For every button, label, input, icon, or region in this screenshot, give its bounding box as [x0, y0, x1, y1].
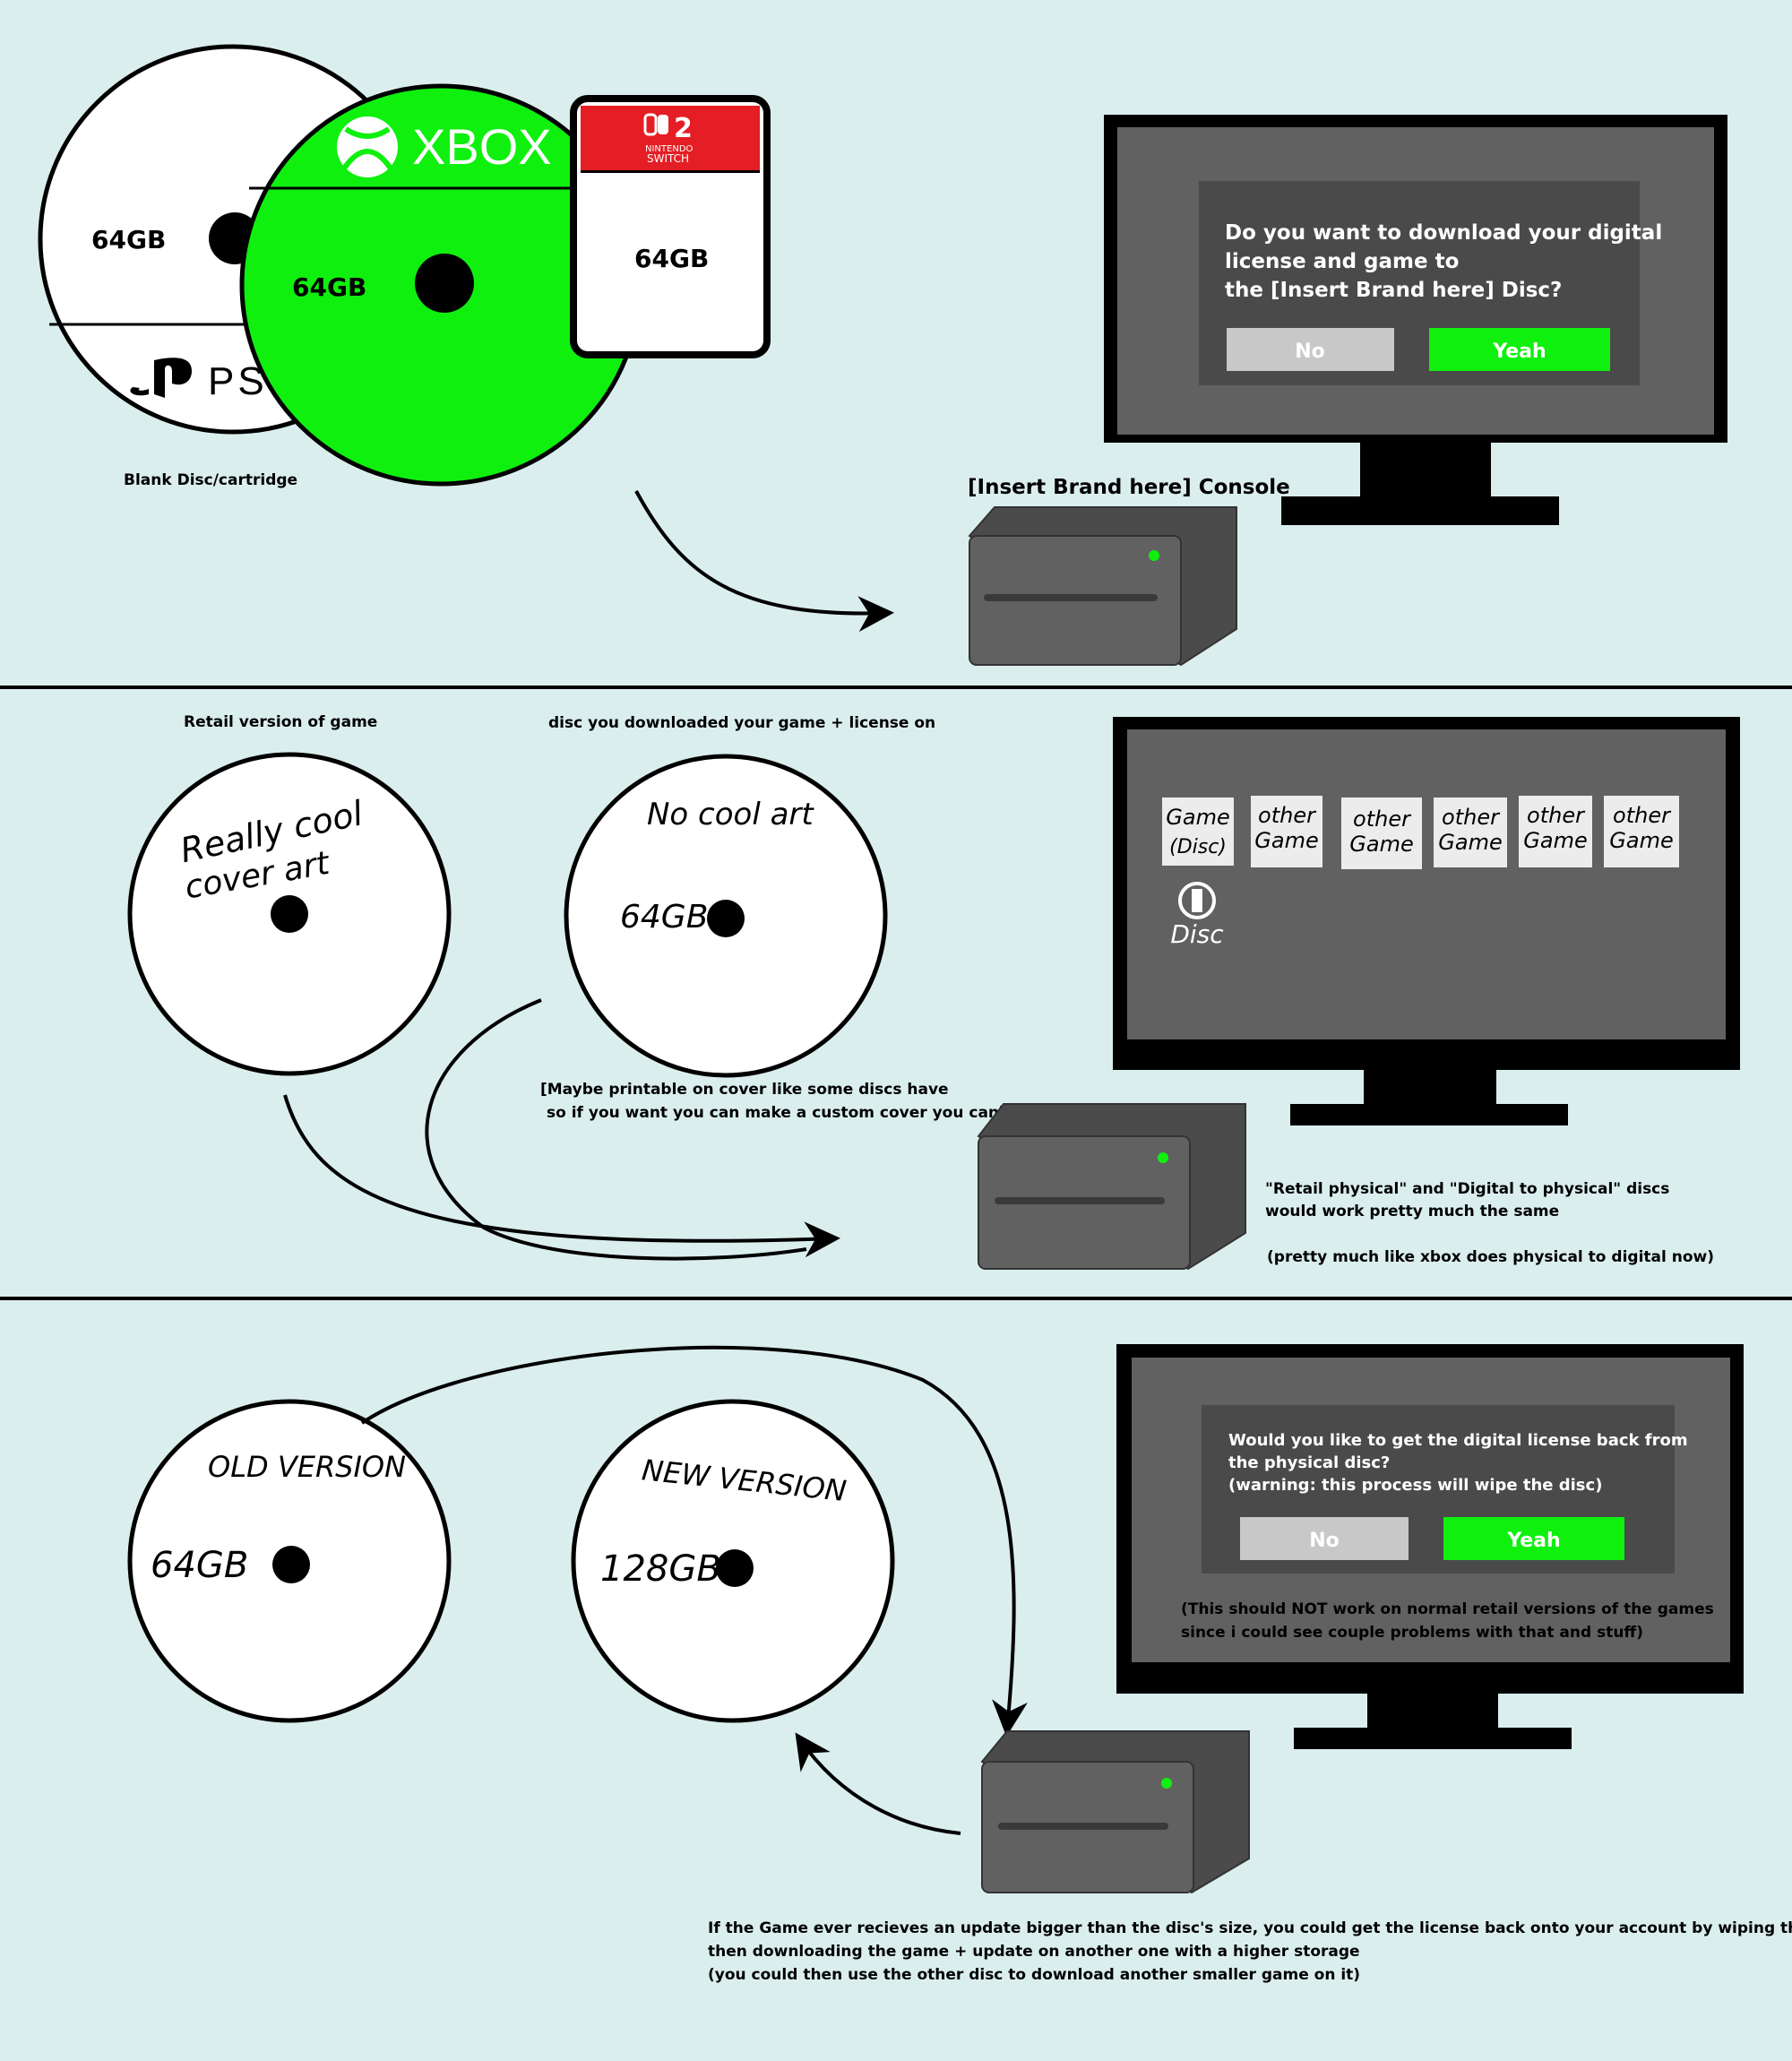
console-3: [980, 1730, 1250, 1894]
game-tile-other[interactable]: other Game: [1519, 796, 1592, 867]
game-tile-other[interactable]: other Game: [1604, 796, 1679, 867]
blank-disc-caption: Blank Disc/cartridge: [124, 471, 297, 489]
monitor-1: [1104, 115, 1727, 525]
dialog1-yes-button[interactable]: Yeah: [1429, 328, 1610, 371]
switch-disc-icon: [1178, 882, 1216, 919]
game-tile-3-line1: other: [1353, 806, 1412, 832]
dialog3-line2: the physical disc?: [1228, 1453, 1390, 1472]
dialog1-no-button[interactable]: No: [1227, 328, 1394, 371]
new-version-disc: [571, 1399, 895, 1723]
digital-disc-label: disc you downloaded your game + license …: [548, 714, 935, 732]
printable-note-line2: so if you want you can make a custom cov…: [547, 1104, 1006, 1122]
old-version-label: OLD VERSION: [208, 1450, 406, 1484]
dialog3-no-button[interactable]: No: [1240, 1517, 1409, 1560]
old-version-capacity: 64GB: [151, 1545, 248, 1586]
console-2-power-light: [1158, 1152, 1168, 1163]
dialog1-line2: license and game to: [1225, 250, 1459, 273]
disc-icon-label: Disc: [1170, 919, 1224, 949]
xbox-logo-icon: [337, 116, 398, 177]
arrow-old-disc-to-console: [360, 1345, 1028, 1737]
dialog1-yes-label: Yeah: [1492, 341, 1546, 363]
switch-logo-line2: SWITCH: [647, 152, 689, 165]
bottom-note-line2: then downloading the game + update on an…: [708, 1943, 1360, 1961]
dialog3-yes-label: Yeah: [1506, 1530, 1560, 1552]
game-tile-4-line2: Game: [1438, 830, 1502, 855]
panel2-note-line3: (pretty much like xbox does physical to …: [1267, 1248, 1714, 1266]
digital-disc-capacity: 64GB: [620, 899, 708, 936]
arrow-console-to-new-disc: [795, 1732, 961, 1835]
console-1-power-light: [1149, 550, 1159, 561]
arrow-digital-to-console: [425, 998, 807, 1261]
switch-cartridge-capacity: 64GB: [634, 244, 709, 273]
old-version-disc: [127, 1399, 452, 1723]
xbox-disc: 64GB XBOX: [239, 83, 642, 487]
game-tile-6-line1: other: [1613, 803, 1672, 828]
arrow-retail-to-console: [283, 1094, 840, 1258]
game-tile-2-line1: other: [1258, 803, 1317, 828]
dialog3-no-label: No: [1309, 1530, 1340, 1552]
ps-logo-text: PS: [208, 359, 268, 403]
switch-logo-line1: NINTENDO: [645, 144, 694, 154]
screen-note-line1: (This should NOT work on normal retail v…: [1181, 1600, 1714, 1618]
game-tile-1-line2: (Disc): [1169, 836, 1227, 858]
console-2: [977, 1103, 1246, 1271]
digital-disc-art: No cool art: [647, 797, 814, 832]
digital-disc: [564, 754, 888, 1078]
game-tile-other[interactable]: other Game: [1434, 798, 1507, 867]
game-tile-4-line1: other: [1442, 805, 1501, 830]
dialog3-yes-button[interactable]: Yeah: [1443, 1517, 1624, 1560]
bottom-note-line1: If the Game ever recieves an update bigg…: [708, 1919, 1792, 1937]
game-tile-2-line2: Game: [1254, 828, 1318, 853]
switch-logo-icon: [643, 113, 668, 136]
dialog3-line1: Would you like to get the digital licens…: [1228, 1431, 1688, 1450]
game-tile-3-line2: Game: [1349, 832, 1413, 857]
dialog3-line3: (warning: this process will wipe the dis…: [1228, 1476, 1602, 1495]
panel2-note-line2: would work pretty much the same: [1265, 1203, 1559, 1220]
xbox-logo-text: XBOX: [412, 118, 552, 175]
dialog1-no-label: No: [1295, 341, 1325, 363]
game-tile-1-line1: Game: [1166, 805, 1229, 830]
printable-note-line1: [Maybe printable on cover like some disc…: [540, 1081, 949, 1099]
retail-disc: [127, 752, 452, 1076]
game-tiles: Game (Disc) other Game other Game other …: [1162, 796, 1679, 869]
game-tile-6-line2: Game: [1609, 828, 1673, 853]
game-tile-other[interactable]: other Game: [1251, 796, 1322, 867]
game-tile-5-line2: Game: [1523, 828, 1587, 853]
bottom-note-line3: (you could then use the other disc to do…: [708, 1966, 1360, 1984]
game-tile-disc[interactable]: Game (Disc): [1162, 798, 1234, 866]
game-tile-other[interactable]: other Game: [1341, 798, 1422, 869]
monitor-3: [1116, 1344, 1744, 1749]
screen-note-line2: since i could see couple problems with t…: [1181, 1624, 1643, 1642]
game-tile-5-line1: other: [1527, 803, 1586, 828]
switch-logo-number: 2: [674, 113, 693, 144]
playstation-logo-icon: [130, 358, 192, 398]
console-1: [968, 506, 1237, 667]
panel2-note-line1: "Retail physical" and "Digital to physic…: [1265, 1180, 1669, 1198]
console-label: [Insert Brand here] Console: [968, 476, 1290, 499]
new-version-capacity: 128GB: [600, 1548, 721, 1590]
xbox-disc-capacity: 64GB: [292, 272, 366, 302]
dialog1-line1: Do you want to download your digital: [1225, 221, 1662, 245]
console-3-power-light: [1161, 1778, 1172, 1789]
switch-cartridge: 2 NINTENDO SWITCH 64GB: [570, 95, 771, 358]
arrow-discs-to-console: [634, 490, 894, 633]
dialog1-line3: the [Insert Brand here] Disc?: [1225, 279, 1562, 302]
ps-disc-capacity: 64GB: [91, 225, 166, 254]
retail-label: Retail version of game: [184, 713, 377, 731]
monitor-2: [1113, 717, 1740, 1125]
